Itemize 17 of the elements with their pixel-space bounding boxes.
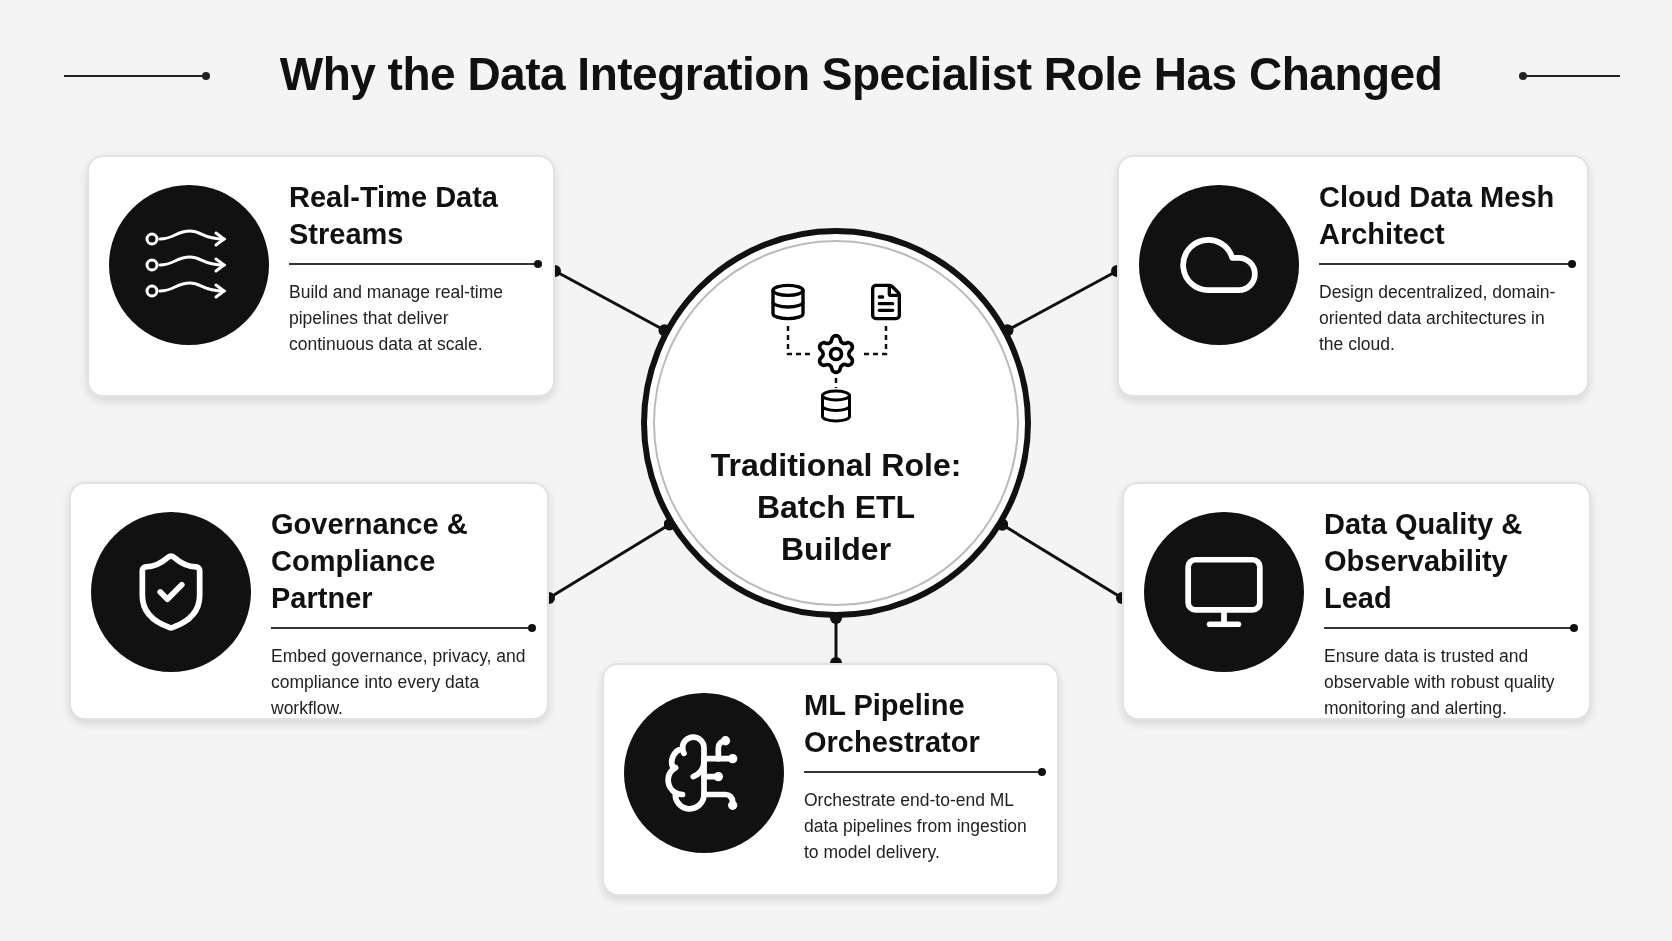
role-card xyxy=(1117,155,1589,397)
card-title: Real-Time Data Streams xyxy=(289,180,499,252)
title: Why the Data Integration Specialist Role Has Changed xyxy=(279,47,1443,102)
card-title: Data Quality & Observability Lead xyxy=(1324,507,1524,616)
card-title: Governance & Compliance Partner xyxy=(271,507,469,616)
card-description: Ensure data is trusted and observable with robust quality monitoring and alerting. xyxy=(1324,645,1556,720)
card-description: Build and manage real-time pipelines that deliver continuous data at scale. xyxy=(289,281,504,356)
card-title: ML Pipeline Orchestrator xyxy=(804,688,981,760)
card-title: Cloud Data Mesh Architect xyxy=(1319,180,1556,252)
role-card xyxy=(602,663,1059,896)
card-description: Orchestrate end-to-end ML data pipelines from ingestion to model delivery. xyxy=(804,789,1028,864)
role-card xyxy=(87,155,555,397)
card-description: Embed governance, privacy, and compliance into every data workflow. xyxy=(271,645,527,720)
center-label: Traditional Role: Batch ETL Builder xyxy=(709,446,963,569)
card-description: Design decentralized, domain-oriented data architectures in the cloud. xyxy=(1319,281,1557,356)
role-card xyxy=(1122,482,1591,720)
role-card xyxy=(69,482,549,720)
